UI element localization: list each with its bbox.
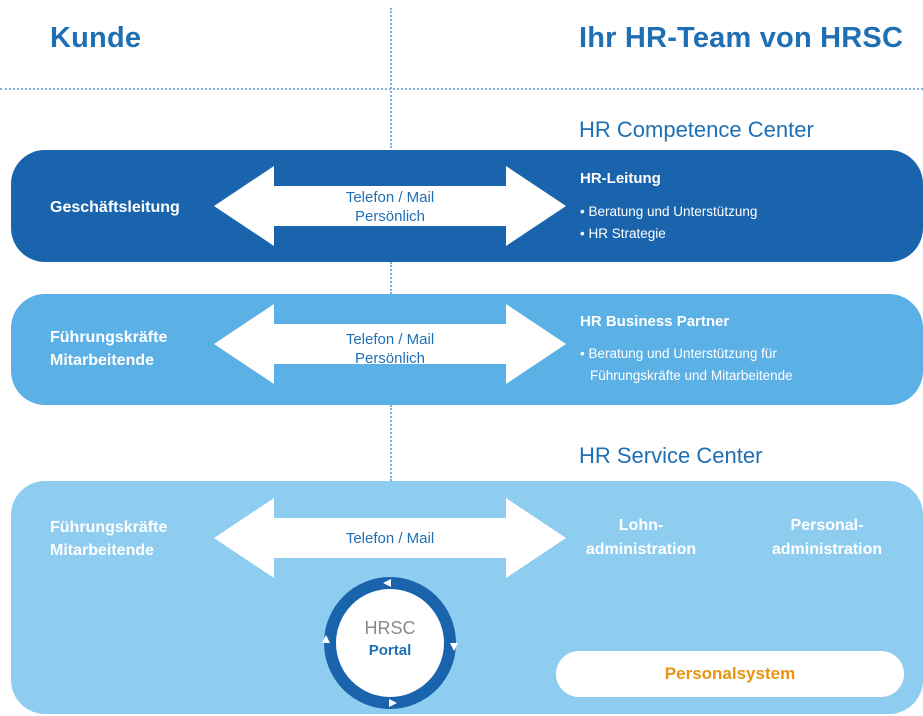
customer-label-management: Geschäftsleitung (50, 199, 180, 216)
column-label-payroll-1: Lohn- (618, 517, 664, 534)
section-competence-center: HR Competence Center (579, 117, 814, 142)
divider-vertical-mid1 (390, 262, 392, 294)
header-left-title: Kunde (50, 22, 142, 54)
bullet-2b: Führungskräfte und Mitarbeitende (590, 368, 793, 383)
arrow-text-1a: Telefon / Mail (345, 189, 435, 206)
bullet-1a: • Beratung und Unterstützung (580, 204, 758, 219)
double-arrow-icon (214, 304, 566, 384)
column-label-personnel-1: Personal- (790, 517, 864, 534)
bullet-1b: • HR Strategie (580, 226, 666, 241)
header-right-title: Ihr HR-Team von HRSC (579, 22, 904, 54)
arrow-text-1b: Persönlich (354, 208, 426, 225)
customer-label-service-2: Mitarbeitende (50, 542, 155, 559)
bullet-2a: • Beratung und Unterstützung für (580, 346, 777, 361)
double-arrow-icon (214, 498, 566, 578)
divider-vertical-mid2 (390, 405, 392, 481)
portal-ring-icon (322, 577, 458, 709)
role-title-hr-leitung: HR-Leitung (580, 170, 661, 187)
arrow-text-2a: Telefon / Mail (345, 331, 435, 348)
portal-title: HRSC (364, 618, 416, 638)
arrow-text-3a: Telefon / Mail (345, 530, 435, 547)
personnel-system-pill (556, 651, 904, 697)
divider-vertical-top (390, 8, 392, 148)
column-label-payroll-2: administration (585, 541, 697, 558)
column-label-personnel-2: administration (771, 541, 883, 558)
double-arrow-icon (214, 166, 566, 246)
customer-label-leaders-1: Führungskräfte (50, 329, 168, 346)
portal-subtitle: Portal (368, 642, 412, 659)
customer-label-leaders-2: Mitarbeitende (50, 352, 155, 369)
divider-horizontal (0, 88, 923, 90)
role-title-business-partner: HR Business Partner (580, 313, 730, 330)
customer-label-service-1: Führungskräfte (50, 519, 168, 536)
arrow-text-2b: Persönlich (354, 350, 426, 367)
personnel-system-label: Personalsystem (664, 664, 796, 683)
section-service-center: HR Service Center (579, 443, 763, 468)
